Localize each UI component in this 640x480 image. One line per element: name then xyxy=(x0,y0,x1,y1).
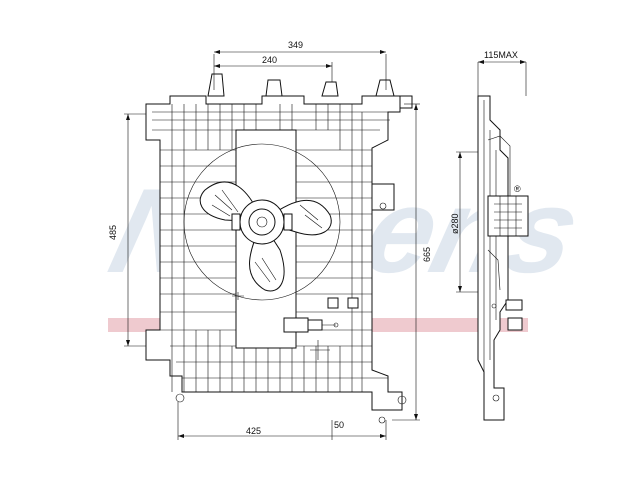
dimension-label-485: 485 xyxy=(108,225,118,240)
connector-housing xyxy=(283,297,359,360)
dimension-bottom-width: 425 50 xyxy=(177,402,387,440)
dimension-left-height: 485 xyxy=(108,113,146,347)
top-mount-left xyxy=(207,73,225,97)
side-bracket xyxy=(371,183,395,211)
bottom-mount-right xyxy=(397,395,407,405)
watermark-registered-mark: ® xyxy=(514,184,521,194)
dimension-label-diameter-280: ø280 xyxy=(450,213,460,234)
dimension-top-overall: 349 xyxy=(213,40,387,90)
dimension-top-inner: 240 xyxy=(214,55,333,82)
dimension-label-240: 240 xyxy=(262,55,277,65)
dimension-label-50: 50 xyxy=(334,420,344,430)
dimension-label-665: 665 xyxy=(422,247,432,262)
fan-shroud-front-view xyxy=(145,73,413,424)
dimension-label-349: 349 xyxy=(288,40,303,50)
dimension-right-height: 665 xyxy=(392,103,432,421)
top-mount-far-right xyxy=(375,79,395,97)
bottom-mount-left xyxy=(175,393,185,403)
top-mount-right xyxy=(321,81,339,97)
fan-shroud-side-view: 115MAX ø280 xyxy=(450,50,529,421)
dimension-label-115max: 115MAX xyxy=(484,50,518,60)
dimension-label-425: 425 xyxy=(246,426,261,436)
motor-hub xyxy=(231,199,293,245)
top-mount-center xyxy=(265,79,283,97)
